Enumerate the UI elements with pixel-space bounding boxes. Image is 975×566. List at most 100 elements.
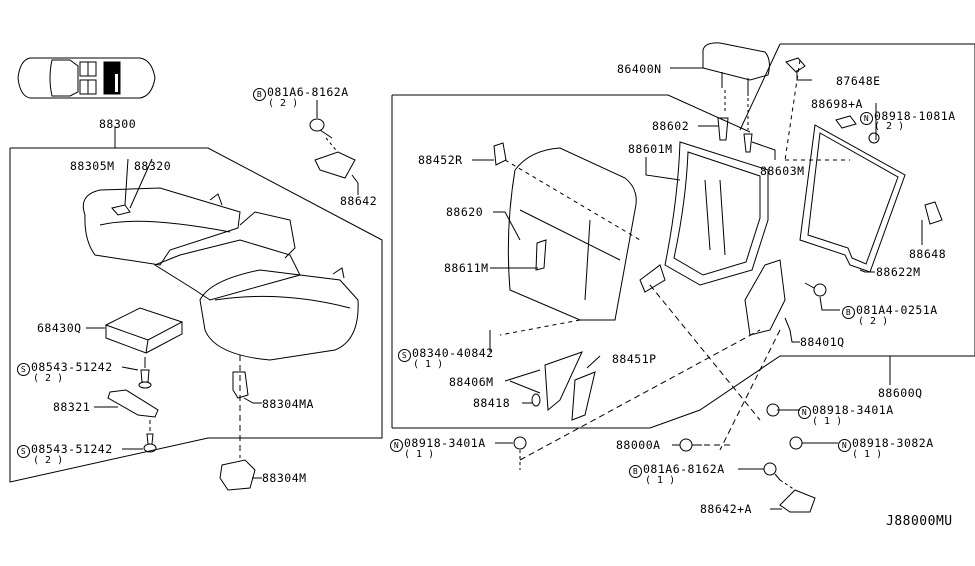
- part-label-88648[interactable]: 88648: [909, 247, 947, 261]
- clip-88304ma-icon: [232, 371, 249, 399]
- part-label-88300[interactable]: 88300: [99, 117, 137, 131]
- s-badge-icon: S: [17, 445, 30, 458]
- diagram-code: J88000MU: [886, 514, 953, 529]
- part-label-88418[interactable]: 88418: [473, 396, 511, 410]
- n-badge-icon: N: [798, 406, 811, 419]
- label-leaders: [86, 67, 923, 510]
- quantity: ( 1 ): [645, 475, 676, 486]
- clip-88452r-icon: [493, 142, 507, 166]
- bolt-icon: [763, 462, 781, 481]
- part-label-88601m[interactable]: 88601M: [628, 142, 673, 156]
- b-badge-icon: B: [842, 306, 855, 319]
- cushion-group-frame: [9, 126, 383, 483]
- quantity: ( 1 ): [413, 359, 444, 370]
- part-label-68430q[interactable]: 68430Q: [37, 321, 82, 335]
- part-label-88304m[interactable]: 88304M: [262, 471, 307, 485]
- part-number: 081A6-8162A: [267, 85, 349, 99]
- n-badge-icon: N: [860, 112, 873, 125]
- plate-88698a-icon: [835, 115, 857, 129]
- part-number: 08543-51242: [31, 442, 113, 456]
- quantity: ( 2 ): [268, 98, 299, 109]
- quantity: ( 1 ): [812, 416, 843, 427]
- part-number: 08918-1081A: [874, 109, 956, 123]
- nut-icon: [789, 436, 803, 450]
- leader-line: [519, 329, 761, 461]
- part-number: 08918-3401A: [812, 403, 894, 417]
- part-number: 081A6-8162A: [643, 462, 725, 476]
- leader-line: [325, 137, 337, 151]
- part-number: 08918-3082A: [852, 436, 934, 450]
- clip-87648e-icon: [785, 57, 806, 73]
- part-label-88000a[interactable]: 88000A: [616, 438, 661, 452]
- b-badge-icon: B: [629, 465, 642, 478]
- part-label-88642a[interactable]: 88642+A: [700, 502, 752, 516]
- part-68430q-illustration: [104, 307, 184, 354]
- quantity: ( 1 ): [852, 449, 883, 460]
- part-label-86400n[interactable]: 86400N: [617, 62, 662, 76]
- headrest-illustration: [702, 42, 770, 96]
- part-label-88305m[interactable]: 88305M: [70, 159, 115, 173]
- leader-line: [779, 479, 796, 491]
- screw-icon: [143, 433, 157, 453]
- part-label-88401q[interactable]: 88401Q: [800, 335, 845, 349]
- quantity: ( 2 ): [874, 121, 905, 132]
- part-label-88698a[interactable]: 88698+A: [811, 97, 863, 111]
- part-label-88321[interactable]: 88321: [53, 400, 91, 414]
- part-label-88642[interactable]: 88642: [340, 194, 378, 208]
- part-label-88451p[interactable]: 88451P: [612, 352, 657, 366]
- quantity: ( 2 ): [33, 373, 64, 384]
- part-number: 08543-51242: [31, 360, 113, 374]
- bolt-icon: [679, 438, 702, 452]
- b-badge-icon: B: [253, 88, 266, 101]
- bracket-88642a-icon: [779, 489, 816, 513]
- part-label-88304ma[interactable]: 88304MA: [262, 397, 314, 411]
- part-number: 081A4-0251A: [856, 303, 938, 317]
- part-label-88320[interactable]: 88320: [134, 159, 172, 173]
- bracket-88321-illustration: [107, 389, 159, 418]
- headrest-guide-icon: [717, 117, 753, 153]
- s-badge-icon: S: [17, 363, 30, 376]
- part-number: 08918-3401A: [404, 436, 486, 450]
- s-badge-icon: S: [398, 349, 411, 362]
- part-label-88406m[interactable]: 88406M: [449, 375, 494, 389]
- seatback-cover-illustration: [507, 147, 637, 321]
- part-label-88622m[interactable]: 88622M: [876, 265, 921, 279]
- vehicle-locator-icon: [17, 57, 156, 99]
- part-number: 08340-40842: [412, 346, 494, 360]
- part-label-88603m[interactable]: 88603M: [760, 164, 805, 178]
- bolt-icon: [309, 118, 333, 139]
- bracket-88648-icon: [924, 201, 943, 225]
- part-label-88602[interactable]: 88602: [652, 119, 690, 133]
- seatback-frame-illustration: [639, 141, 769, 293]
- n-badge-icon: N: [838, 439, 851, 452]
- screw-icon: [138, 369, 152, 389]
- part-label-87648e[interactable]: 87648E: [836, 74, 881, 88]
- leader-line: [649, 284, 761, 421]
- clip-88304m-icon: [219, 459, 256, 491]
- leader-line: [784, 59, 801, 161]
- n-badge-icon: N: [390, 439, 403, 452]
- leader-line: [499, 319, 581, 336]
- part-label-88452r[interactable]: 88452R: [418, 153, 463, 167]
- quantity: ( 2 ): [33, 455, 64, 466]
- belt-guide-illustration: [531, 351, 596, 421]
- part-label-88600q[interactable]: 88600Q: [878, 386, 923, 400]
- nut-icon: [513, 436, 527, 450]
- bracket-88642-icon: [314, 151, 356, 179]
- quantity: ( 1 ): [404, 449, 435, 460]
- hinge-88401q-illustration: [744, 259, 786, 336]
- bolt-icon: [804, 282, 827, 297]
- part-label-88611m[interactable]: 88611M: [444, 261, 489, 275]
- part-label-88620[interactable]: 88620: [446, 205, 484, 219]
